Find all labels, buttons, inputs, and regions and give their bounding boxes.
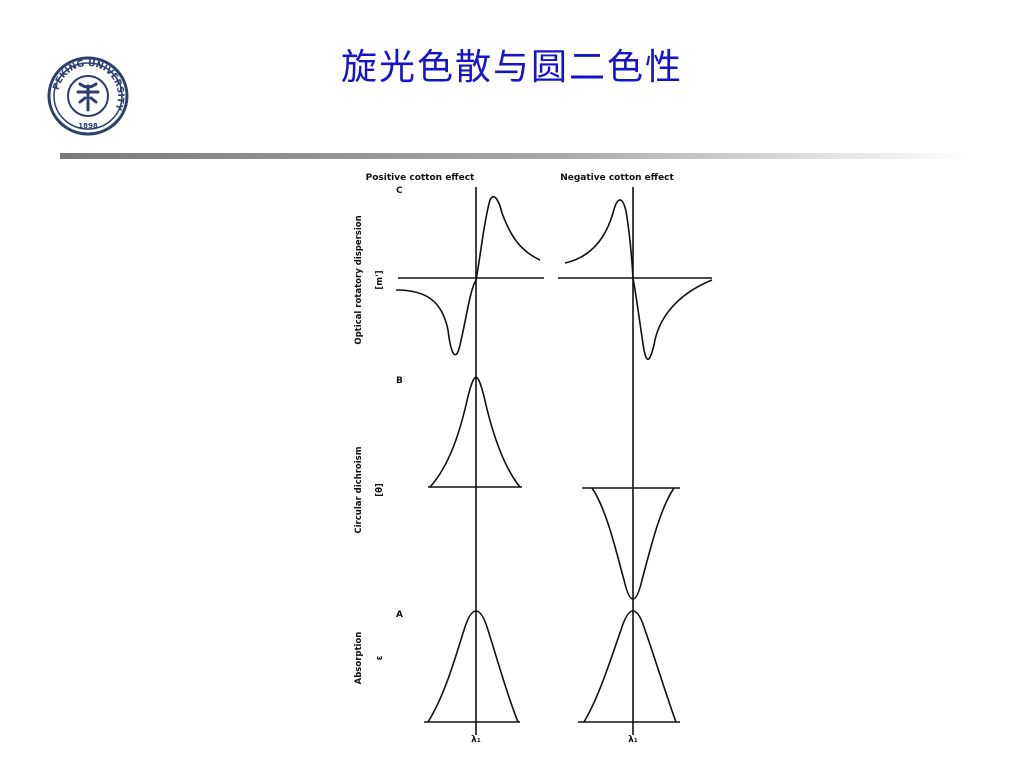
ord-unit: [m']: [375, 270, 385, 289]
cd-curve-negative: [591, 487, 675, 600]
lambda-label-left: λ₁: [471, 735, 481, 745]
panel-c-letter: C: [396, 186, 403, 196]
header-negative: Negative cotton effect: [560, 173, 674, 183]
ord-curve-positive: [395, 196, 541, 356]
abs-unit: ε: [375, 655, 385, 660]
logo-year: 1898: [78, 122, 98, 130]
cd-ylabel: Circular dichroism: [354, 446, 364, 533]
panel-a-letter: A: [396, 610, 403, 620]
cd-curve-positive: [429, 376, 521, 488]
university-logo: PEKING UNIVERSITY 1898: [47, 56, 129, 136]
slide-title: 旋光色散与圆二色性: [340, 47, 683, 88]
lambda-label-right: λ₁: [628, 735, 638, 745]
abs-ylabel: Absorption: [354, 632, 364, 685]
ord-curve-negative: [564, 199, 713, 361]
abs-curve-right: [583, 610, 677, 723]
panel-b-letter: B: [396, 376, 403, 386]
ord-ylabel: Optical rotatory dispersion: [354, 215, 364, 344]
title-divider: [60, 153, 970, 159]
abs-curve-left: [427, 610, 519, 723]
header-positive: Positive cotton effect: [366, 173, 475, 183]
cd-unit: [θ]: [375, 483, 385, 497]
cotton-effect-figure: Positive cotton effect Negative cotton e…: [354, 173, 713, 745]
